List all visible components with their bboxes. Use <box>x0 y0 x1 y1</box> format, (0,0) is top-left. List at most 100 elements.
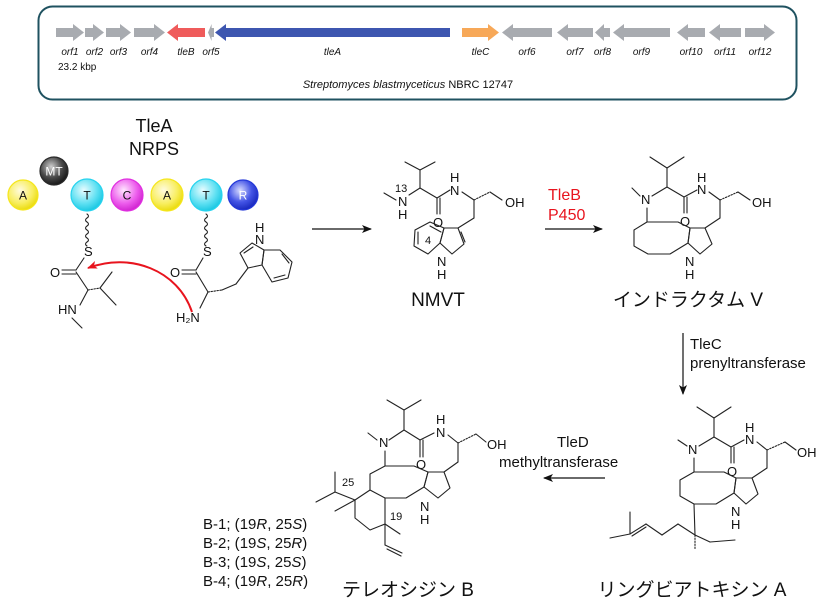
nmvt-structure: 13 N H O N H OH 4 N H NMVT <box>383 161 525 311</box>
atom-o: O <box>416 457 426 472</box>
gene-label-orf6: orf6 <box>518 47 536 58</box>
coupling-arrow <box>87 261 193 313</box>
gene-arrow-tleC <box>462 24 499 41</box>
gene-label-orf10: orf10 <box>680 47 703 58</box>
atom-h: H <box>450 170 459 185</box>
atom-oh: OH <box>797 445 817 460</box>
tled-type-label: methyltransferase <box>499 454 618 471</box>
nrps-domain-a-0 <box>7 179 39 211</box>
atom-o: O <box>433 215 443 230</box>
atom-n: N <box>420 499 429 514</box>
gene-label-orf12: orf12 <box>749 47 772 58</box>
gene-label-orf11: orf11 <box>714 47 736 58</box>
atom-indole-n: N <box>255 232 264 247</box>
gene-label-tleC: tleC <box>472 47 491 58</box>
gene-arrow-orf11 <box>709 24 741 41</box>
tleb-type-label: P450 <box>548 207 585 224</box>
nrps-domain-label: T <box>202 189 210 203</box>
atom-s: S <box>203 244 212 259</box>
atom-hn: HN <box>58 302 77 317</box>
atom-h2n: H₂N <box>176 310 200 325</box>
gene-label-tleB: tleB <box>177 47 195 58</box>
atom-h: H <box>436 412 445 427</box>
cluster-length-label: 23.2 kbp <box>58 62 97 73</box>
teleocidin-isomer-list: B-1; (19R, 25S)B-2; (19S, 25R)B-3; (19S,… <box>203 516 308 590</box>
gene-label-orf8: orf8 <box>594 47 612 58</box>
atom-n: N <box>745 432 754 447</box>
atom-n: N <box>436 425 445 440</box>
atom-h: H <box>420 512 429 527</box>
tether-1 <box>84 213 90 247</box>
organism-species: Streptomyces blastmyceticus <box>303 79 446 91</box>
gene-arrow-orf10 <box>677 24 705 41</box>
gene-label-orf4: orf4 <box>141 47 159 58</box>
nrps-domain-mt-1 <box>39 156 69 186</box>
indolactam-name: インドラクタム V <box>613 289 764 311</box>
atom-n: N <box>641 192 650 207</box>
organism-strain: NBRC 12747 <box>448 79 513 91</box>
atom-h: H <box>685 267 694 282</box>
gene-arrow-orf4 <box>134 24 165 41</box>
gene-label-tleA: tleA <box>324 47 342 58</box>
nrps-domain-label: C <box>123 189 132 203</box>
atom-n: N <box>437 254 446 269</box>
lyngbyatoxin-a-structure: N O N H OH N H リングビアトキシン A <box>598 406 817 601</box>
nrps-domain-t-5 <box>189 178 223 212</box>
atom-oh: OH <box>487 437 507 452</box>
organism-label: Streptomyces blastmyceticus NBRC 12747 <box>303 79 513 91</box>
locant-4: 4 <box>425 235 431 247</box>
isomer-b-2: B-2; (19S, 25R) <box>203 535 307 552</box>
atom-o: O <box>50 265 60 280</box>
nrps-domain-a-4 <box>150 178 184 212</box>
nrps-title-line1: TleA <box>135 116 172 136</box>
gene-arrow-orf2 <box>85 24 104 41</box>
nrps-domain-r-6 <box>227 179 259 211</box>
nrps-domain-label: T <box>83 189 91 203</box>
atom-oh: OH <box>752 195 772 210</box>
nrps-domain-label: A <box>163 189 171 203</box>
lyngbyatoxin-name: リングビアトキシン A <box>598 579 787 601</box>
tryptophan-thioester: S O H₂N N H <box>170 220 293 325</box>
reaction-tled: TleD methyltransferase <box>499 434 618 482</box>
gene-label-orf2: orf2 <box>86 47 104 58</box>
nrps-domain-label: MT <box>45 165 63 179</box>
reaction-tlec: TleC prenyltransferase <box>679 333 806 395</box>
gene-label-orf5: orf5 <box>202 47 220 58</box>
nrps-domain-label: R <box>239 189 248 203</box>
gene-label-orf9: orf9 <box>633 47 651 58</box>
gene-arrow-tleB <box>167 24 205 41</box>
gene-label-orf7: orf7 <box>566 47 584 58</box>
nrps-title-line2: NRPS <box>129 139 179 159</box>
teleocidin-name: テレオシジン B <box>342 580 474 601</box>
atom-n: N <box>685 254 694 269</box>
atom-h: H <box>437 267 446 282</box>
isomer-b-3: B-3; (19S, 25S) <box>203 554 306 571</box>
locant-19: 19 <box>390 511 402 523</box>
atom-oh: OH <box>505 195 525 210</box>
locant-25: 25 <box>342 477 354 489</box>
atom-o: O <box>680 214 690 229</box>
nmvt-name: NMVT <box>411 290 465 311</box>
nrps-domain-label: A <box>19 189 27 203</box>
tlec-type-label: prenyltransferase <box>690 355 806 372</box>
atom-n: N <box>731 504 740 519</box>
nrps-domain-t-2 <box>70 178 104 212</box>
isomer-b-4: B-4; (19R, 25R) <box>203 573 308 590</box>
atom-indole-h: H <box>255 220 264 235</box>
nrps-domains: A T C A T R MT <box>7 156 259 212</box>
atom-o: O <box>170 265 180 280</box>
atom-h: H <box>731 517 740 532</box>
gene-arrow-tleA <box>215 24 450 41</box>
valine-thioester: S O HN <box>50 244 117 329</box>
gene-arrow-orf6 <box>502 24 552 41</box>
atom-n: N <box>697 182 706 197</box>
gene-arrow-orf3 <box>106 24 131 41</box>
locant-13: 13 <box>395 183 407 195</box>
nrps-panel: TleA NRPS A T C A T R MT S O HN S O <box>7 116 293 329</box>
gene-arrow-orf8 <box>595 24 610 41</box>
tled-enzyme-label: TleD <box>557 434 589 451</box>
gene-arrow-orf7 <box>557 24 593 41</box>
tether-2 <box>203 213 209 247</box>
